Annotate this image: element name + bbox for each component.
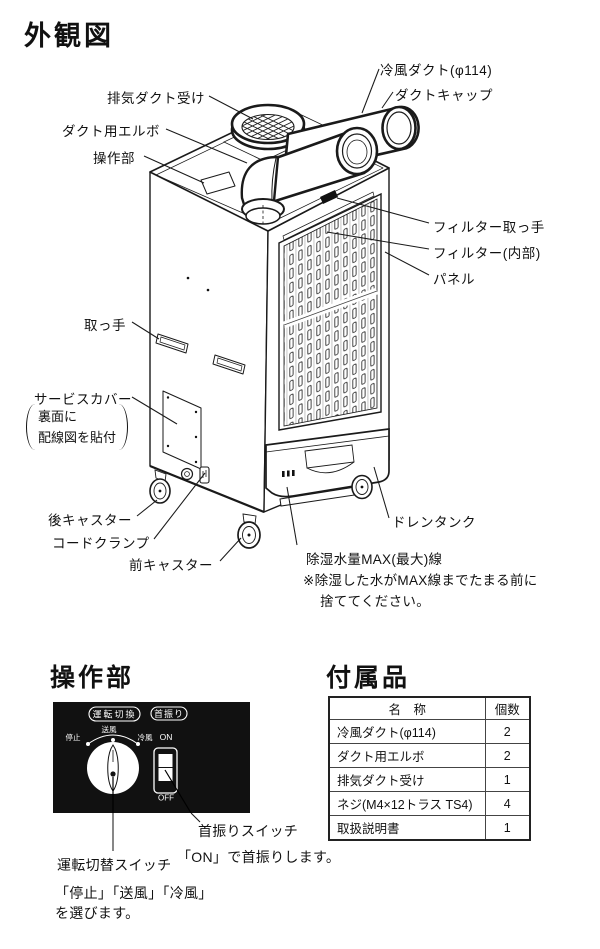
label-drain-tank: ドレンタンク: [392, 515, 476, 530]
label-filter-internal: フィルター(内部): [433, 246, 541, 261]
table-row: ネジ(M4×12トラス TS4) 4: [328, 791, 531, 816]
item-name: 取扱説明書: [328, 815, 486, 841]
page-title: 外観図: [24, 21, 114, 51]
label-max-line: 除湿水量MAX(最大)線: [306, 552, 443, 567]
service-cover-note: 裏面に 配線図を貼付: [26, 404, 129, 450]
label-filter-handle: フィルター取っ手: [433, 220, 545, 235]
table-row: ダクト用エルボ 2: [328, 743, 531, 768]
handle-recess-2: [212, 354, 246, 375]
item-qty: 2: [484, 719, 531, 744]
dial-stop-label: 停止: [66, 732, 81, 742]
dial-fan-label: 送風: [102, 724, 117, 734]
label-duct-cap: ダクトキャップ: [395, 88, 493, 103]
cool-air-ducts: [240, 105, 420, 225]
swing-switch-note: 「ON」で首振りします。: [177, 849, 341, 865]
exhaust-receiver: [230, 103, 306, 151]
duct-elbow-part: [240, 155, 285, 225]
service-cover-note-line2: 配線図を貼付: [38, 430, 117, 445]
switch-on-label: ON: [160, 732, 173, 742]
label-front-caster: 前キャスター: [129, 558, 213, 573]
right-paren: [118, 404, 129, 450]
item-qty: 2: [484, 743, 531, 768]
header-name: 名 称: [328, 696, 486, 720]
header-qty: 個数: [484, 696, 531, 720]
max-note-line2: 捨ててください。: [320, 594, 430, 609]
section-title-operation: 操作部: [50, 664, 135, 692]
item-name: ネジ(M4×12トラス TS4): [328, 791, 486, 816]
label-operation-panel: 操作部: [93, 151, 135, 166]
mode-switch-note1: 「停止」「送風」「冷風」: [55, 885, 213, 901]
cord-clamp-part: [180, 466, 210, 484]
front-caster: [237, 513, 261, 549]
accessories-table: 名 称 個数 冷風ダクト(φ114) 2 ダクト用エルボ 2 排気ダクト受け 1…: [328, 696, 531, 841]
label-mode-switch: 運転切替スイッチ: [57, 857, 172, 873]
mode-pill-label: 運転切換: [92, 709, 136, 720]
switch-off-label: OFF: [158, 794, 174, 803]
section-title-accessories: 付属品: [326, 664, 411, 692]
operation-panel-marker: [200, 171, 236, 195]
grille-panel: [278, 190, 382, 431]
table-header-row: 名 称 個数: [328, 696, 531, 720]
swing-switch[interactable]: [153, 747, 178, 794]
table-row: 排気ダクト受け 1: [328, 767, 531, 792]
label-swing-switch: 首振りスイッチ: [198, 823, 299, 839]
item-qty: 1: [484, 767, 531, 792]
label-exhaust-receiver: 排気ダクト受け: [107, 91, 205, 106]
control-panel: 運転切換 首振り 停止 送風 冷風 ON OFF: [53, 702, 250, 814]
handle-recess-1: [155, 333, 189, 354]
mode-dial[interactable]: [87, 742, 139, 794]
filter-handle-tab: [320, 190, 338, 204]
right-caster: [351, 474, 373, 500]
label-cool-duct: 冷風ダクト(φ114): [380, 63, 493, 78]
mode-switch-note2: を選びます。: [55, 905, 140, 921]
item-qty: 1: [484, 815, 531, 841]
item-name: 排気ダクト受け: [328, 767, 486, 792]
leader-lines: [112, 68, 430, 851]
service-cover-note-line1: 裏面に: [38, 409, 78, 424]
item-name: ダクト用エルボ: [328, 743, 486, 768]
front-duct-open: [270, 126, 379, 204]
table-row: 取扱説明書 1: [328, 815, 531, 841]
label-panel: パネル: [433, 272, 475, 287]
label-handle: 取っ手: [84, 318, 126, 333]
item-name: 冷風ダクト(φ114): [328, 719, 486, 744]
item-qty: 4: [484, 791, 531, 816]
left-face-details: [155, 276, 246, 484]
max-note-line1: ※除湿した水がMAX線までたまる前に: [303, 573, 538, 588]
rear-caster: [149, 469, 171, 504]
swing-pill-label: 首振り: [154, 708, 184, 719]
label-cord-clamp: コードクランプ: [52, 536, 150, 551]
table-row: 冷風ダクト(φ114) 2: [328, 719, 531, 744]
label-rear-caster: 後キャスター: [48, 513, 132, 528]
max-line-marks: [282, 470, 295, 477]
label-service-cover: サービスカバー: [34, 392, 132, 407]
dial-cool-label: 冷風: [138, 732, 153, 742]
label-duct-elbow: ダクト用エルボ: [62, 124, 160, 139]
casters: [149, 469, 373, 549]
left-paren: [26, 404, 36, 450]
control-panel-art: 運転切換 首振り 停止 送風 冷風 ON OFF: [66, 706, 192, 814]
